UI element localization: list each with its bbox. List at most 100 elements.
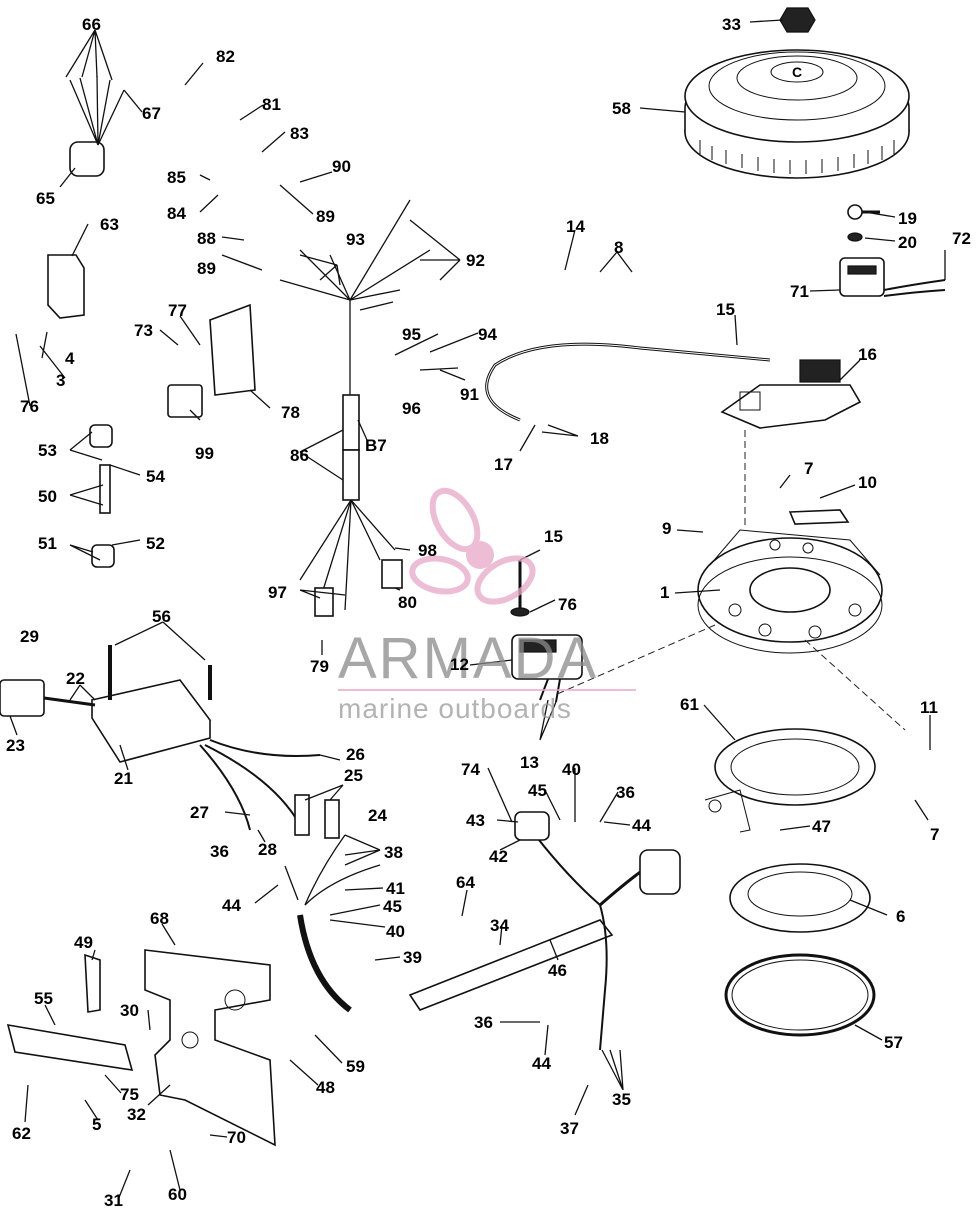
label-57: 57: [884, 1033, 903, 1052]
label-81: 81: [262, 95, 281, 114]
label-60: 60: [168, 1185, 187, 1204]
label-6: 6: [896, 907, 905, 926]
label-38: 38: [384, 843, 403, 862]
label-32: 32: [127, 1105, 146, 1124]
part-labels: 33 58 19 20 72 71 14 8 15 16 18 17 7 10 …: [6, 15, 971, 1209]
label-45b: 45: [528, 781, 547, 800]
label-37: 37: [560, 1119, 579, 1138]
label-40a: 40: [386, 922, 405, 941]
label-55: 55: [34, 989, 53, 1008]
label-90: 90: [332, 157, 351, 176]
label-87: B7: [365, 436, 387, 455]
leader-lines: [9, 19, 946, 1201]
label-46: 46: [548, 961, 567, 980]
label-86: 86: [290, 446, 309, 465]
label-7a: 7: [804, 459, 813, 478]
rectifier: [47, 254, 85, 319]
label-22: 22: [66, 669, 85, 688]
label-89b: 89: [197, 259, 216, 278]
retainer-plate: [704, 728, 876, 833]
timer-base-sensor: [720, 359, 862, 429]
label-16: 16: [858, 345, 877, 364]
label-51: 51: [38, 534, 57, 553]
watermark: ARMADA marine outboards: [338, 487, 636, 724]
label-24: 24: [368, 806, 387, 825]
label-39: 39: [403, 948, 422, 967]
label-36a: 36: [210, 842, 229, 861]
label-48: 48: [316, 1078, 335, 1097]
label-49: 49: [74, 933, 93, 952]
label-9: 9: [662, 519, 671, 538]
terminal-strip: [6, 1024, 134, 1071]
solenoid: [69, 75, 125, 177]
label-4: 4: [65, 349, 75, 368]
label-77: 77: [168, 301, 187, 320]
label-23: 23: [6, 736, 25, 755]
label-92: 92: [466, 251, 485, 270]
label-50: 50: [38, 487, 57, 506]
watermark-brand: ARMADA: [338, 626, 598, 691]
label-79: 79: [310, 657, 329, 676]
label-94: 94: [478, 325, 497, 344]
label-66: 66: [82, 15, 101, 34]
wire-harness-tube: [279, 199, 431, 617]
label-7b: 7: [930, 825, 939, 844]
label-21: 21: [114, 769, 133, 788]
label-26: 26: [346, 745, 365, 764]
label-44a: 44: [222, 896, 241, 915]
label-42: 42: [489, 847, 508, 866]
label-12: 12: [450, 655, 469, 674]
label-67: 67: [142, 104, 161, 123]
label-45a: 45: [383, 897, 402, 916]
label-36c: 36: [474, 1013, 493, 1032]
label-17: 17: [494, 455, 513, 474]
label-76a: 76: [20, 397, 39, 416]
label-96: 96: [402, 399, 421, 418]
label-84: 84: [167, 204, 186, 223]
label-83: 83: [290, 124, 309, 143]
label-47: 47: [812, 817, 831, 836]
label-64: 64: [456, 873, 475, 892]
support-ring: [729, 863, 871, 933]
label-80: 80: [398, 593, 417, 612]
label-41: 41: [386, 879, 405, 898]
label-93: 93: [346, 230, 365, 249]
power-pack: [0, 645, 340, 839]
label-44c: 44: [532, 1054, 551, 1073]
label-15b: 15: [544, 527, 563, 546]
label-25: 25: [344, 766, 363, 785]
label-65: 65: [36, 189, 55, 208]
label-5: 5: [92, 1115, 101, 1134]
label-82: 82: [216, 47, 235, 66]
label-3: 3: [56, 371, 65, 390]
label-8: 8: [614, 238, 623, 257]
label-76b: 76: [558, 595, 577, 614]
relay: [167, 384, 203, 418]
label-89a: 89: [316, 207, 335, 226]
label-44b: 44: [632, 816, 651, 835]
ground-strap: [84, 953, 101, 1013]
label-10: 10: [858, 473, 877, 492]
label-43: 43: [466, 811, 485, 830]
label-59: 59: [346, 1057, 365, 1076]
label-20: 20: [898, 233, 917, 252]
retaining-ring: [724, 953, 876, 1037]
label-34: 34: [490, 916, 509, 935]
label-85: 85: [167, 168, 186, 187]
label-71: 71: [790, 282, 809, 301]
label-99: 99: [195, 444, 214, 463]
label-52: 52: [146, 534, 165, 553]
label-33: 33: [722, 15, 741, 34]
label-29: 29: [20, 627, 39, 646]
sensor-cable: [485, 342, 771, 422]
label-36b: 36: [616, 783, 635, 802]
main-harness: [297, 811, 681, 1051]
label-97: 97: [268, 583, 287, 602]
label-14: 14: [566, 217, 585, 236]
mounting-bracket: [144, 949, 276, 1147]
label-61: 61: [680, 695, 699, 714]
label-1: 1: [660, 583, 669, 602]
watermark-tagline: marine outboards: [338, 693, 572, 724]
